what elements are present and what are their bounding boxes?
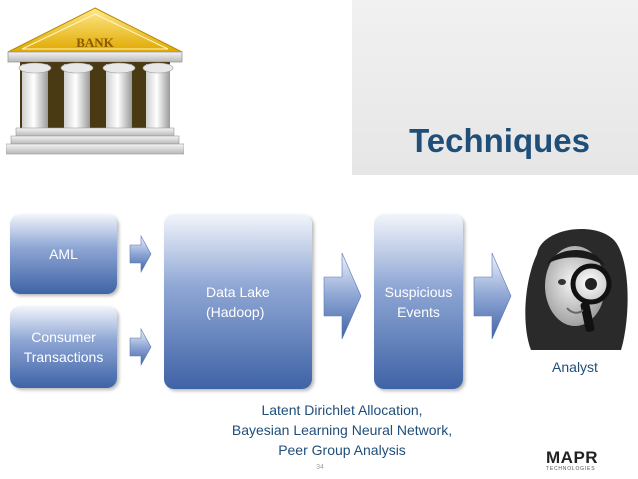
- consumer-transactions-box: Consumer Transactions: [10, 306, 117, 388]
- arrow-aml-to-lake: [129, 234, 152, 274]
- data-lake-box: Data Lake (Hadoop): [164, 214, 312, 389]
- techniques-caption: Latent Dirichlet Allocation, Bayesian Le…: [210, 400, 474, 460]
- technique-line-3: Peer Group Analysis: [278, 442, 406, 458]
- data-lake-line2: (Hadoop): [206, 303, 265, 320]
- slide-title: Techniques: [409, 122, 590, 159]
- mapr-logo-subtext: TECHNOLOGIES: [546, 466, 596, 472]
- bank-building-icon: BANK: [6, 7, 184, 155]
- analyst-label: Analyst: [552, 359, 598, 375]
- data-lake-line1: Data Lake: [206, 283, 270, 300]
- analyst-magnifier-photo: [517, 224, 633, 350]
- arrow-lake-to-suspicious: [323, 252, 362, 340]
- technique-line-2: Bayesian Learning Neural Network,: [231, 422, 453, 438]
- aml-box: AML: [10, 214, 117, 294]
- technique-line-1: Latent Dirichlet Allocation,: [261, 402, 423, 418]
- page-number: 34: [316, 464, 324, 471]
- mapr-logo-text: MAPR: [546, 448, 599, 467]
- suspicious-events-box: Suspicious Events: [374, 214, 463, 389]
- arrow-suspicious-to-analyst: [473, 252, 512, 340]
- aml-label: AML: [49, 246, 78, 262]
- title-background: [352, 0, 638, 175]
- suspicious-line2: Events: [397, 303, 440, 320]
- arrow-consumer-to-lake: [129, 327, 152, 367]
- consumer-label-line2: Transactions: [23, 349, 104, 365]
- mapr-logo: MAPR TECHNOLOGIES: [546, 449, 626, 475]
- suspicious-line1: Suspicious: [384, 283, 453, 300]
- bank-sign-text: BANK: [76, 35, 114, 50]
- consumer-label-line1: Consumer: [31, 329, 96, 345]
